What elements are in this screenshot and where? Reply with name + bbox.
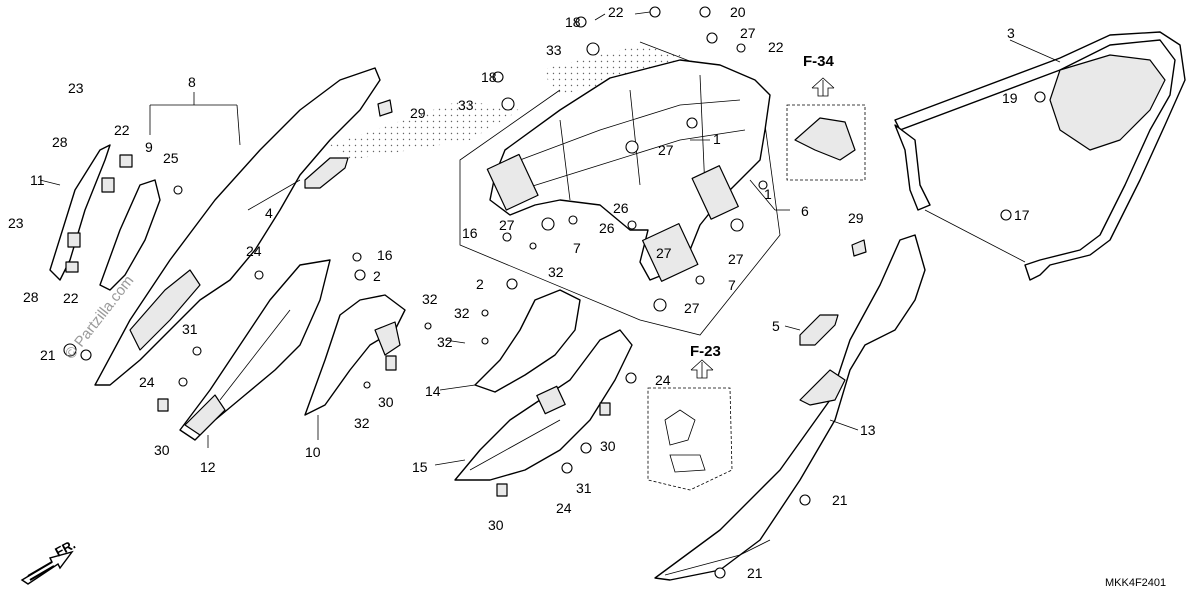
callout-25[interactable]: 25 [163, 150, 179, 166]
diagram-code: MKK4F2401 [1105, 577, 1166, 589]
callout-27[interactable]: 27 [499, 217, 515, 233]
front-direction-arrow-icon [20, 550, 74, 585]
callout-31[interactable]: 31 [576, 480, 592, 496]
rear-frame-assembly [486, 59, 771, 282]
callout-26[interactable]: 26 [613, 200, 629, 216]
callout-22[interactable]: 22 [114, 122, 130, 138]
callout-4[interactable]: 4 [265, 205, 273, 221]
callout-32[interactable]: 32 [422, 291, 438, 307]
callout-32[interactable]: 32 [437, 334, 453, 350]
rear-side-cowl-right [654, 234, 926, 581]
callout-13[interactable]: 13 [860, 422, 876, 438]
callout-32[interactable]: 32 [548, 264, 564, 280]
callout-27[interactable]: 27 [740, 25, 756, 41]
callout-18[interactable]: 18 [481, 69, 497, 85]
callout-16[interactable]: 16 [377, 247, 393, 263]
callout-12[interactable]: 12 [200, 459, 216, 475]
callout-30[interactable]: 30 [378, 394, 394, 410]
callout-16[interactable]: 16 [462, 225, 478, 241]
callout-26[interactable]: 26 [599, 220, 615, 236]
up-arrow-icon [811, 77, 835, 97]
callout-2[interactable]: 2 [476, 276, 484, 292]
callout-30[interactable]: 30 [488, 517, 504, 533]
reference-label-f23[interactable]: F-23 [690, 343, 721, 360]
center-lower-assembly [454, 289, 633, 481]
callout-8[interactable]: 8 [188, 74, 196, 90]
callout-18[interactable]: 18 [565, 14, 581, 30]
callout-23[interactable]: 23 [68, 80, 84, 96]
grab-rail [894, 31, 1186, 281]
callout-3[interactable]: 3 [1007, 25, 1015, 41]
leader-lines [39, 11, 1061, 466]
part-4-grommet [304, 157, 349, 189]
callout-27[interactable]: 27 [728, 251, 744, 267]
callout-27[interactable]: 27 [658, 142, 674, 158]
callout-28[interactable]: 28 [23, 289, 39, 305]
callout-28[interactable]: 28 [52, 134, 68, 150]
callout-9[interactable]: 9 [145, 139, 153, 155]
callout-19[interactable]: 19 [1002, 90, 1018, 106]
callout-22[interactable]: 22 [63, 290, 79, 306]
callout-1[interactable]: 1 [764, 186, 772, 202]
callout-20[interactable]: 20 [730, 4, 746, 20]
callout-24[interactable]: 24 [246, 243, 262, 259]
callout-30[interactable]: 30 [154, 442, 170, 458]
callout-23[interactable]: 23 [8, 215, 24, 231]
callout-6[interactable]: 6 [801, 203, 809, 219]
callout-7[interactable]: 7 [573, 240, 581, 256]
callout-11[interactable]: 11 [30, 172, 45, 188]
callout-10[interactable]: 10 [305, 444, 321, 460]
callout-30[interactable]: 30 [600, 438, 616, 454]
callout-7[interactable]: 7 [728, 277, 736, 293]
callout-17[interactable]: 17 [1014, 207, 1030, 223]
fasteners [63, 6, 1046, 579]
up-arrow-icon [690, 359, 714, 379]
callout-2[interactable]: 2 [373, 268, 381, 284]
callout-24[interactable]: 24 [139, 374, 155, 390]
left-side-cowl [94, 67, 381, 386]
part-5-grommet [799, 314, 839, 346]
callout-15[interactable]: 15 [412, 459, 428, 475]
callout-1[interactable]: 1 [713, 131, 721, 147]
callout-21[interactable]: 21 [832, 492, 848, 508]
callout-32[interactable]: 32 [454, 305, 470, 321]
callout-33[interactable]: 33 [546, 42, 562, 58]
callout-29[interactable]: 29 [848, 210, 864, 226]
reference-label-f34[interactable]: F-34 [803, 53, 835, 70]
dotted-field-left [330, 100, 520, 160]
callout-24[interactable]: 24 [556, 500, 572, 516]
reference-box-f34 [786, 77, 866, 181]
callout-29[interactable]: 29 [410, 105, 426, 121]
callout-22[interactable]: 22 [608, 4, 624, 20]
left-inner-panel [49, 144, 161, 291]
callout-32[interactable]: 32 [354, 415, 370, 431]
callout-22[interactable]: 22 [768, 39, 784, 55]
callout-5[interactable]: 5 [772, 318, 780, 334]
callout-33[interactable]: 33 [458, 97, 474, 113]
lower-left-panel [179, 259, 331, 441]
callout-21[interactable]: 21 [747, 565, 763, 581]
callout-14[interactable]: 14 [425, 383, 441, 399]
callout-24[interactable]: 24 [655, 372, 671, 388]
callout-21[interactable]: 21 [40, 347, 56, 363]
reference-box-f23 [647, 359, 733, 491]
callout-31[interactable]: 31 [182, 321, 198, 337]
callout-27[interactable]: 27 [684, 300, 700, 316]
dotted-field-top [540, 45, 700, 95]
callout-labels: 1 1 2 2 3 4 5 6 7 7 8 9 10 11 12 13 14 1… [8, 4, 1030, 581]
inner-bracket [304, 294, 406, 416]
callout-27[interactable]: 27 [656, 245, 672, 261]
